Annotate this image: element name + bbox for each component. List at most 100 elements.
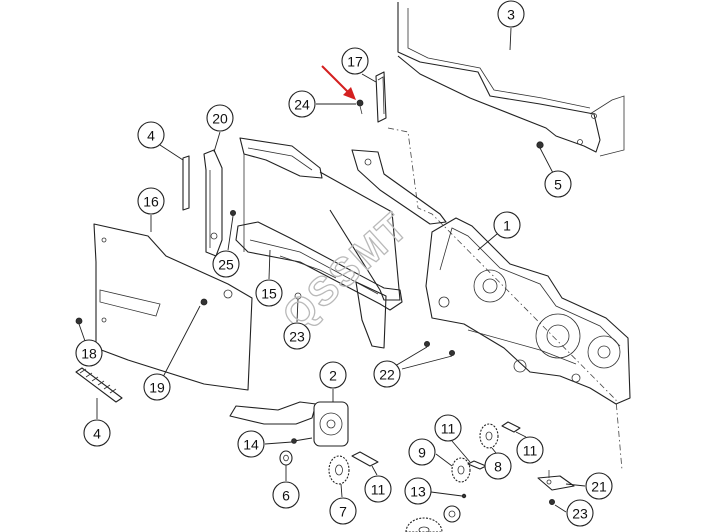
callout-c11c: 11 xyxy=(364,475,392,503)
callout-label: 22 xyxy=(379,367,395,383)
leader-15 xyxy=(268,249,271,280)
callout-c19: 19 xyxy=(143,373,171,401)
callout-label: 7 xyxy=(339,504,347,520)
callout-circle xyxy=(143,373,171,401)
callout-label: 18 xyxy=(81,346,97,362)
callout-label: 11 xyxy=(441,421,456,437)
callout-label: 8 xyxy=(494,459,502,475)
pin-part-13 xyxy=(430,491,467,499)
callout-circle xyxy=(319,361,347,389)
callout-c3: 3 xyxy=(497,0,525,28)
callout-c1: 1 xyxy=(493,211,521,239)
callout-circle xyxy=(566,499,594,527)
screw-part-18 xyxy=(75,317,86,342)
callout-label: 4 xyxy=(93,426,101,442)
gear-part-9 xyxy=(435,453,471,483)
callout-circle xyxy=(83,419,111,447)
callout-c15: 15 xyxy=(255,279,283,307)
callout-circle xyxy=(288,90,316,118)
callout-c17: 17 xyxy=(341,47,369,75)
callout-label: 11 xyxy=(371,482,386,498)
callout-c2: 2 xyxy=(319,361,347,389)
callout-label: 23 xyxy=(289,329,305,345)
callout-c16: 16 xyxy=(137,187,165,215)
middle-link xyxy=(351,149,447,225)
callout-circle xyxy=(137,121,165,149)
side-plate-part-16 xyxy=(93,223,253,391)
callout-c8: 8 xyxy=(484,452,512,480)
callout-circle xyxy=(364,475,392,503)
callout-label: 17 xyxy=(347,54,363,70)
callout-c6: 6 xyxy=(272,481,300,509)
main-frame-part-1 xyxy=(425,217,631,405)
callout-c11a: 11 xyxy=(434,414,462,442)
callout-circle xyxy=(585,472,613,500)
callout-circle xyxy=(516,436,544,464)
leader-4-upper xyxy=(159,144,184,161)
callout-circle xyxy=(272,481,300,509)
callout-label: 2 xyxy=(329,368,337,384)
center-line xyxy=(387,127,623,471)
motor-bracket-part-2 xyxy=(229,389,349,447)
callout-label: 23 xyxy=(572,506,588,522)
callout-c25: 25 xyxy=(212,250,240,278)
callout-label: 6 xyxy=(282,488,290,504)
rail-part-15 xyxy=(235,221,403,349)
callout-circle xyxy=(544,170,572,198)
screw-part-23-lower xyxy=(549,498,567,513)
callout-c24: 24 xyxy=(288,90,316,118)
callout-circle xyxy=(212,250,240,278)
screw-part-14 xyxy=(291,437,313,444)
callout-c21: 21 xyxy=(585,472,613,500)
shaft-part-11-right xyxy=(501,421,527,438)
callout-circle xyxy=(329,497,357,525)
leader-17 xyxy=(361,73,377,83)
callout-circle xyxy=(206,104,234,132)
callout-label: 1 xyxy=(503,218,511,234)
callout-circle xyxy=(75,339,103,367)
callout-c9: 9 xyxy=(408,438,436,466)
callout-label: 3 xyxy=(507,7,515,23)
callout-c5: 5 xyxy=(544,170,572,198)
leader-20 xyxy=(213,131,221,153)
bracket-part-21 xyxy=(537,470,586,491)
bottom-washer xyxy=(443,505,461,523)
gear-part-7 xyxy=(328,455,350,498)
upper-arm-bracket xyxy=(239,137,401,301)
callout-c23b: 23 xyxy=(566,499,594,527)
callout-c23a: 23 xyxy=(283,322,311,350)
gear-part-8 xyxy=(479,423,499,454)
washer-part-6 xyxy=(279,450,293,481)
spring-part-4-lower xyxy=(75,367,123,403)
callout-c18: 18 xyxy=(75,339,103,367)
callout-label: 24 xyxy=(294,97,310,113)
screw-part-23-upper xyxy=(294,292,302,323)
callout-circle xyxy=(493,211,521,239)
callout-c7: 7 xyxy=(329,497,357,525)
strip-part-4-upper xyxy=(182,155,190,211)
callout-label: 11 xyxy=(523,443,538,459)
screw-part-25 xyxy=(227,209,236,251)
callout-c22: 22 xyxy=(373,360,401,388)
watermark-text: QSSMT xyxy=(275,204,418,339)
callout-label: 25 xyxy=(218,257,234,273)
callout-circle xyxy=(408,438,436,466)
cover-plate-part-3 xyxy=(397,2,625,157)
callout-circle xyxy=(341,47,369,75)
plate-part-17 xyxy=(375,71,387,123)
callout-circle xyxy=(137,187,165,215)
callout-circle xyxy=(255,279,283,307)
screw-part-19 xyxy=(162,298,208,378)
screw-part-24 xyxy=(356,99,364,115)
callout-circle xyxy=(283,322,311,350)
callout-label: 9 xyxy=(418,445,426,461)
callout-label: 16 xyxy=(143,194,159,210)
callout-c20: 20 xyxy=(206,104,234,132)
shaft-part-11-left xyxy=(351,451,379,476)
callout-circle xyxy=(237,430,265,458)
leader-3 xyxy=(509,27,512,51)
callout-c14: 14 xyxy=(237,430,265,458)
callout-c13: 13 xyxy=(404,477,432,505)
